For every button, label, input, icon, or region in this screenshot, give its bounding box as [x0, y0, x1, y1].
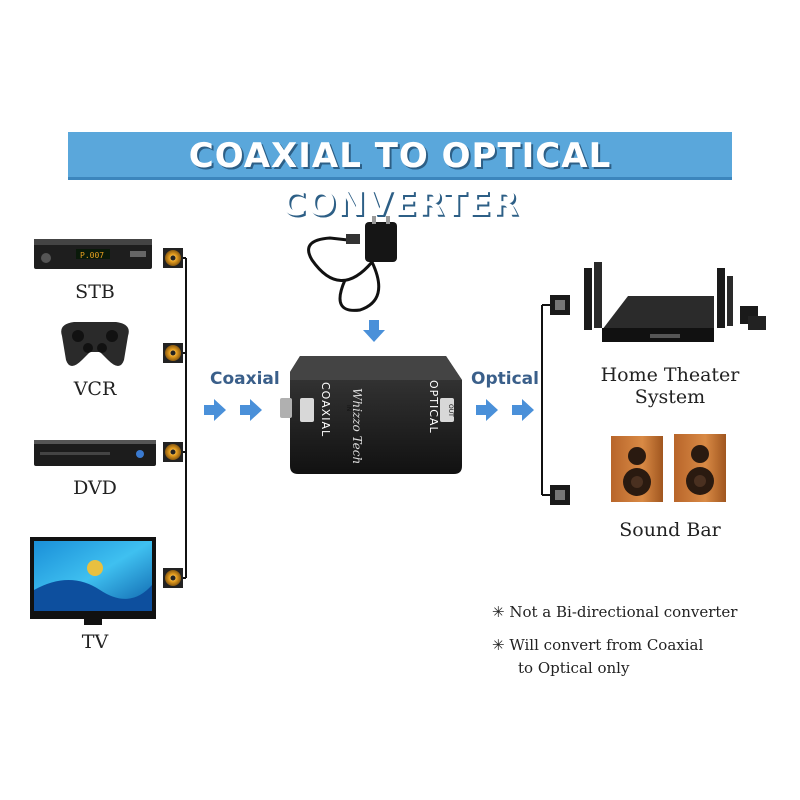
- source-label-stb: STB: [40, 281, 150, 303]
- converter-out-port-label: OUT: [440, 400, 454, 420]
- output-label-sound-bar: Sound Bar: [610, 519, 730, 541]
- asterisk-bullet-icon: ✳: [492, 636, 505, 654]
- rca-connector-icon: [163, 248, 183, 588]
- speakers-icon: [611, 434, 726, 502]
- tv-icon: [30, 537, 156, 625]
- converter-side-label-optical: OPTICAL: [420, 380, 440, 440]
- output-label-home-theater: Home Theater System: [570, 364, 770, 408]
- gamepad-icon: [61, 322, 129, 366]
- power-adapter-icon: [309, 216, 397, 310]
- output-wiring: [542, 305, 550, 495]
- note-item-1: ✳ Not a Bi-directional converter: [492, 603, 737, 621]
- source-label-tv: TV: [40, 631, 150, 653]
- optical-label: Optical: [471, 369, 539, 389]
- stb-device-icon: P.007: [34, 239, 152, 269]
- source-label-vcr: VCR: [40, 378, 150, 400]
- optical-port-icon: [550, 295, 570, 505]
- note-text: Will convert from Coaxial: [509, 636, 703, 654]
- arrow-down-icon: [363, 320, 385, 342]
- source-label-dvd: DVD: [40, 477, 150, 499]
- dvd-player-icon: [34, 440, 156, 466]
- asterisk-bullet-icon: ✳: [492, 603, 505, 621]
- home-theater-icon: [584, 262, 766, 342]
- coaxial-label: Coaxial: [210, 369, 280, 389]
- source-wiring: [176, 258, 186, 578]
- svg-text:P.007: P.007: [80, 251, 104, 260]
- converter-brand: Whizzo Tech: [344, 388, 364, 468]
- note-item-2-continued: to Optical only: [518, 659, 629, 677]
- note-text: Not a Bi-directional converter: [509, 603, 737, 621]
- converter-side-label-coaxial: COAXIAL: [312, 382, 332, 442]
- note-item-2: ✳ Will convert from Coaxial: [492, 636, 703, 654]
